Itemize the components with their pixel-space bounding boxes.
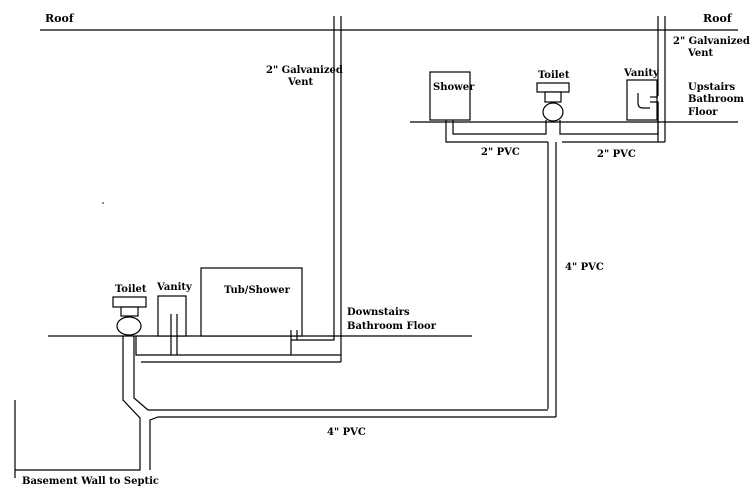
shower-label: Shower (433, 82, 475, 93)
upstairs-floor-label-2: Bathroom (688, 94, 744, 105)
main-vent-pipe (333, 16, 342, 362)
upstairs-vent-label: 2" Galvanized (673, 36, 750, 47)
main-vent-label-2: Vent (287, 77, 313, 88)
downstairs-vanity-label: Vanity (156, 282, 193, 293)
downstairs-toilet-fixture (112, 296, 147, 336)
basement-wall-label: Basement Wall to Septic (22, 476, 159, 487)
roof-label-left: Roof (45, 12, 75, 25)
upstairs-vanity-label: Vanity (623, 68, 660, 79)
upstairs-floor-label-1: Upstairs (688, 82, 736, 93)
tub-shower-fixture (200, 267, 303, 337)
shower-fixture (429, 71, 471, 121)
downstairs-floor-label-1: Downstairs (347, 307, 410, 318)
downstairs-drain-pipes (135, 330, 341, 363)
upstairs-toilet-label: Toilet (538, 70, 570, 81)
main-drain-pipe (15, 336, 556, 471)
pvc-2-right-label: 2" PVC (597, 149, 636, 160)
upstairs-toilet-fixture (536, 82, 570, 122)
tub-shower-label: Tub/Shower (224, 285, 291, 296)
upstairs-vent-pipe (657, 16, 666, 142)
pvc-2-left-label: 2" PVC (481, 147, 520, 158)
main-stack-pipe (547, 142, 557, 417)
pvc-4-vertical-label: 4" PVC (565, 262, 604, 273)
stray-dot (102, 202, 104, 204)
upstairs-vanity-fixture (626, 79, 658, 121)
upstairs-vent-label-2: Vent (687, 48, 713, 59)
main-vent-label: 2" Galvanized (266, 65, 343, 76)
downstairs-vanity-fixture (157, 295, 187, 355)
downstairs-toilet-label: Toilet (115, 284, 147, 295)
upstairs-floor-label-3: Floor (688, 107, 718, 118)
downstairs-floor-label-2: Bathroom Floor (347, 321, 437, 332)
roof-label-right: Roof (703, 12, 733, 25)
pvc-4-bottom-label: 4" PVC (327, 427, 366, 438)
upstairs-drain-pipes (445, 96, 665, 143)
